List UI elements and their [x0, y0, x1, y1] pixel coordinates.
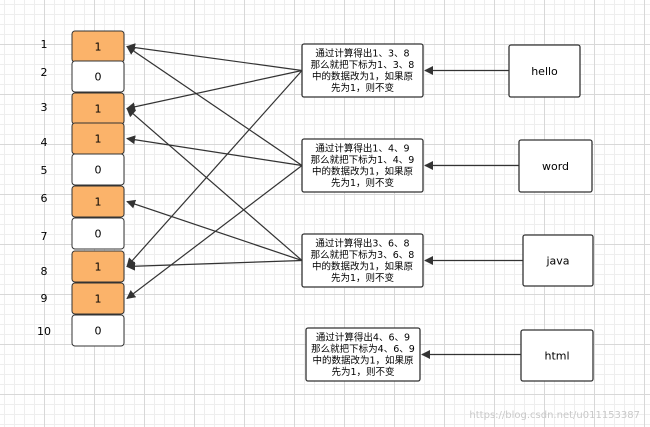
hash-target-arrow	[126, 43, 303, 72]
bit-value: 1	[95, 261, 102, 274]
bit-cell	[71, 185, 125, 218]
description-line: 那么就把下标为4、6、9	[311, 343, 415, 355]
word-label: java	[545, 255, 569, 268]
bit-index-label: 7	[41, 230, 48, 243]
bit-value: 0	[95, 228, 102, 241]
hash-target-arrow	[126, 107, 303, 261]
hash-target-arrow	[126, 199, 303, 262]
bit-value: 1	[95, 293, 102, 306]
bit-cell	[71, 314, 125, 347]
description-line: 那么就把下标为1、4、9	[311, 154, 415, 166]
word-box-html	[520, 329, 594, 382]
bit-index-label: 6	[41, 192, 48, 205]
description-box	[301, 138, 424, 193]
bit-cell	[71, 282, 125, 315]
bit-value: 0	[95, 164, 102, 177]
hash-target-arrow	[126, 165, 303, 300]
description-line: 通过计算得出1、4、9	[315, 143, 409, 155]
hash-target-arrow	[126, 69, 303, 112]
bit-value: 1	[95, 41, 102, 54]
description-line: 先为1，则不变	[331, 82, 395, 94]
word-boxes: hello word java html	[508, 44, 594, 382]
bit-cell	[71, 250, 125, 283]
description-line: 先为1，则不变	[331, 366, 395, 378]
hash-target-arrow	[126, 135, 303, 167]
hash-target-arrow	[126, 45, 303, 166]
word-label: html	[544, 350, 569, 363]
hash-target-arrow	[126, 70, 303, 268]
bit-cell	[71, 60, 125, 93]
description-line: 中的数据改为1，如果原	[312, 355, 413, 367]
description-box	[301, 43, 424, 98]
bit-value: 1	[95, 133, 102, 146]
watermark: https://blog.csdn.net/u011153387	[469, 410, 640, 421]
description-line: 通过计算得出3、6、8	[315, 238, 409, 250]
hash-target-arrow	[126, 259, 303, 271]
description-line: 那么就把下标为1、3、8	[311, 59, 415, 71]
bit-value: 0	[95, 325, 102, 338]
bit-index-label: 5	[41, 164, 48, 177]
description-boxes: 通过计算得出1、3、8那么就把下标为1、3、8中的数据改为1，如果原先为1，则不…	[301, 43, 424, 382]
bit-index-label: 3	[41, 101, 48, 114]
word-box-hello	[508, 44, 581, 98]
description-box	[305, 327, 421, 382]
description-line: 中的数据改为1，如果原	[312, 71, 413, 83]
bit-index-label: 9	[41, 292, 48, 305]
bit-index-label: 4	[41, 136, 48, 149]
bit-value: 1	[95, 196, 102, 209]
description-line: 通过计算得出4、6、9	[316, 332, 410, 344]
description-line: 那么就把下标为3、6、8	[311, 249, 415, 261]
bit-cell	[71, 217, 125, 250]
bit-array: 1 1 2 0 3 1 4 1 5 0 6 1 7 0 8 1 9 1 10 0	[37, 30, 125, 347]
description-line: 先为1，则不变	[331, 272, 395, 284]
bit-index-label: 1	[41, 38, 48, 51]
word-label: word	[542, 160, 569, 173]
description-line: 中的数据改为1，如果原	[312, 261, 413, 273]
word-label: hello	[531, 65, 558, 78]
bit-cell	[71, 153, 125, 186]
description-line: 中的数据改为1，如果原	[312, 166, 413, 178]
bit-index-label: 2	[41, 66, 48, 79]
arrows	[126, 43, 523, 359]
word-box-java	[522, 234, 594, 287]
word-box-word	[518, 139, 593, 193]
bit-value: 0	[95, 71, 102, 84]
bit-index-label: 10	[37, 325, 51, 338]
description-line: 通过计算得出1、3、8	[315, 48, 409, 60]
description-box	[301, 233, 424, 288]
description-line: 先为1，则不变	[331, 177, 395, 189]
bit-value: 1	[95, 103, 102, 116]
bit-index-label: 8	[41, 265, 48, 278]
